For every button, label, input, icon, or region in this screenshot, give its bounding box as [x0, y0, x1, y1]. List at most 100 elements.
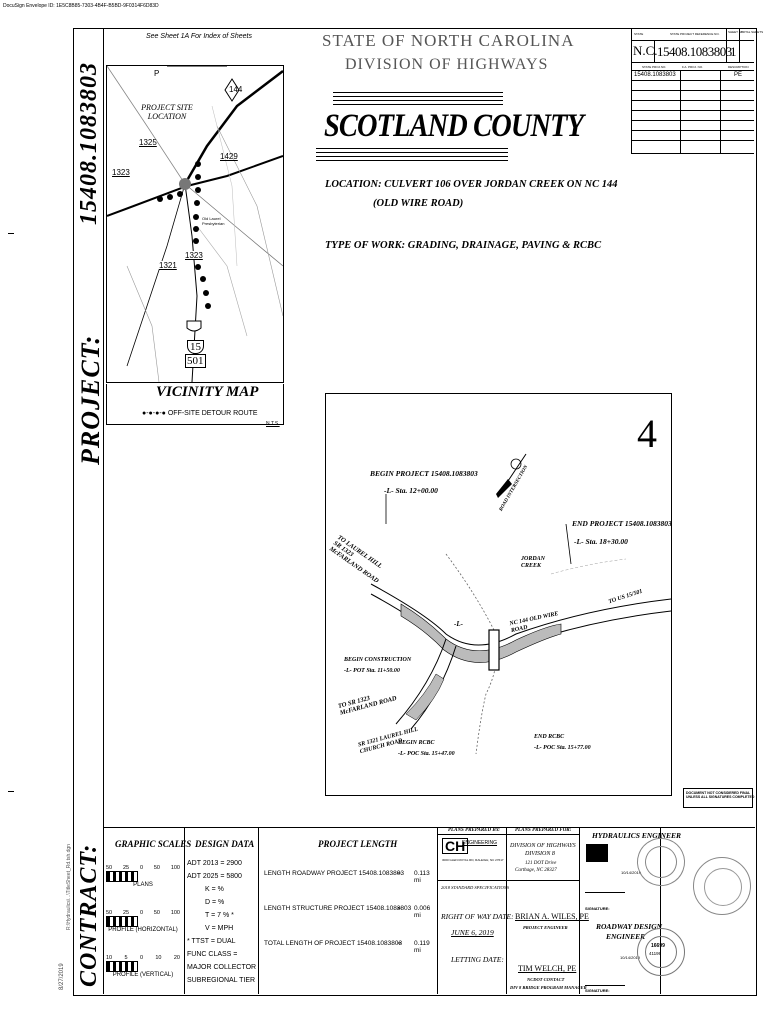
docusign-header: DocuSign Envelope ID: 1E5C8B85-7303-4B4F… — [3, 3, 159, 9]
ncdot-seal — [693, 857, 751, 915]
begin-rcbc-station: -L- POC Sta. 15+47.00 — [398, 751, 455, 757]
program-manager-title: DIV 8 BRIDGE PROGRAM MANAGER — [510, 985, 587, 990]
county-title: SCOTLAND COUNTY — [324, 108, 584, 144]
detour-dot — [200, 276, 206, 282]
division-address: 121 DOT Drive — [525, 861, 557, 866]
final-note: DOCUMENT NOT CONSIDERED FINAL UNLESS ALL… — [683, 788, 754, 808]
location-line2: (OLD WIRE ROAD) — [373, 198, 464, 209]
begin-construction-label: BEGIN CONSTRUCTION — [344, 657, 412, 663]
ref-proj-row: 15408.1083803 — [634, 72, 676, 78]
sr-1325-label: 1325 — [139, 138, 157, 147]
detour-dot — [194, 200, 200, 206]
state-title: STATE OF NORTH CAROLINA — [322, 31, 575, 50]
end-project-label: END PROJECT 15408.1083803 — [572, 519, 672, 528]
detour-dot — [193, 226, 199, 232]
contract-label-vertical: CONTRACT: — [76, 843, 102, 987]
detour-dot — [193, 238, 199, 244]
roadway-signature-label: SIGNATURE: — [585, 988, 610, 993]
vicinity-map-title: VICINITY MAP — [156, 384, 259, 400]
end-project-station: -L- Sta. 18+30.00 — [574, 537, 628, 546]
title-block — [103, 827, 755, 995]
church-label: Old Laurel Presbyterian — [202, 216, 225, 226]
graphic-scales-title: GRAPHIC SCALES — [115, 839, 192, 849]
detour-dot — [195, 161, 201, 167]
program-manager-name: TIM WELCH, PE — [518, 964, 577, 973]
route-144-label: 144 — [229, 85, 243, 94]
detour-dot — [195, 187, 201, 193]
firm-seal-logo — [586, 844, 608, 862]
right-of-way-date: JUNE 6, 2019 — [451, 928, 494, 937]
sr-1429-label: 1429 — [220, 152, 238, 161]
hydraulics-date: 10/14/2019 — [621, 870, 642, 875]
hydraulics-engineer-title: HYDRAULICS ENGINEER — [592, 831, 681, 840]
type-of-work: TYPE OF WORK: GRADING, DRAINAGE, PAVING … — [325, 240, 602, 251]
ref-state: N.C. — [633, 43, 658, 58]
detour-legend-label: OFF-SITE DETOUR ROUTE — [167, 410, 258, 417]
begin-project-label: BEGIN PROJECT 15408.1083803 — [370, 469, 478, 478]
file-path-vertical: R:\Hydraulics\...\TitleSheet_Rd.tsh.dgn — [66, 844, 72, 930]
prepared-by-title: PLANS PREPARED BY: — [448, 828, 500, 833]
title-rules-top — [333, 92, 503, 105]
ncdot-contact-label: NCDOT CONTACT — [527, 977, 565, 982]
roadway-signature-line — [585, 975, 625, 986]
detour-dot — [157, 196, 163, 202]
l-line-label: -L- — [454, 620, 463, 628]
jordan-creek-label: JORDAN CREEK — [521, 556, 546, 569]
detour-dot — [193, 214, 199, 220]
reference-table: STATE STATE PROJECT REFERENCE NO. SHEET … — [631, 29, 763, 154]
project-engineer-title: PROJECT ENGINEER — [523, 925, 568, 930]
plan-sheet-number: 4 — [637, 411, 657, 456]
plan-drawing — [370, 453, 671, 755]
project-site-label: PROJECT SITE LOCATION — [141, 103, 193, 121]
begin-project-station: -L- Sta. 12+00.00 — [384, 486, 438, 495]
vicinity-map: PROJECT SITE LOCATION 144 1325 1323 1429… — [106, 65, 284, 383]
detour-dot — [205, 303, 211, 309]
sr-1323-label: 1323 — [112, 168, 130, 177]
hydraulics-signature-label: SIGNATURE: — [585, 906, 610, 911]
right-of-way-label: RIGHT OF WAY DATE: — [441, 912, 514, 921]
detour-dot — [177, 191, 183, 197]
plan-view: 4 BEGIN PROJECT 15408.1083803 -L- Sta. 1… — [325, 393, 672, 796]
hydraulics-signature-line — [585, 880, 625, 893]
division-name: DIVISION OF HIGHWAYS — [510, 843, 576, 849]
detour-dot — [195, 174, 201, 180]
end-rcbc-label: END RCBC — [534, 734, 565, 740]
roadway-engineer-title: ENGINEER — [606, 932, 646, 941]
ref-header-total: TOTAL SHEETS — [741, 30, 764, 34]
division-title: DIVISION OF HIGHWAYS — [345, 56, 549, 73]
project-length-row: LENGTH ROADWAY PROJECT 15408.1083803=0.1… — [264, 870, 430, 884]
begin-rcbc-label: BEGIN RCBC — [398, 740, 435, 746]
ref-sheet-no: 1 — [730, 44, 737, 59]
margin-tick — [8, 791, 14, 792]
project-length-title: PROJECT LENGTH — [318, 839, 398, 849]
nts-label: N.T.S. — [266, 421, 280, 427]
ref-header-refno: STATE PROJECT REFERENCE NO. — [670, 32, 720, 36]
design-data-title: DESIGN DATA — [195, 839, 255, 849]
project-number-vertical: 15408.1083803 — [76, 62, 102, 225]
seal-number-secondary: 41199 — [649, 951, 662, 956]
ref-number: 15408.1083803 — [657, 44, 732, 59]
see-sheet-note: See Sheet 1A For Index of Sheets — [146, 33, 252, 40]
project-engineer-name: BRIAN A. WILES, PE — [515, 912, 589, 921]
margin-tick — [8, 233, 14, 234]
prepared-for-title: PLANS PREPARED FOR: — [515, 828, 572, 833]
p-label: P — [154, 69, 160, 78]
sr-1323-south-label: 1323 — [185, 251, 203, 260]
sheet-border — [73, 28, 757, 996]
route-501-shield: 501 — [185, 354, 206, 368]
ref-header-sheet: SHEET NO. — [728, 30, 745, 34]
detour-dot — [195, 264, 201, 270]
roadway-design-title: ROADWAY DESIGN — [596, 922, 663, 931]
project-length-row: TOTAL LENGTH OF PROJECT 15408.1083803=0.… — [264, 940, 430, 954]
firm-address: 3000 GLEN ROYAL RD, RALEIGH, NC 27617 — [442, 858, 504, 862]
roadway-seal: 16699 41199 — [637, 928, 685, 976]
detour-legend: ●-●-●-● OFF-SITE DETOUR ROUTE — [142, 410, 258, 417]
file-date-vertical: 8/27/2019 — [59, 963, 65, 990]
detour-dot — [203, 290, 209, 296]
begin-construction-station: -L- POT Sta. 11+50.00 — [344, 668, 400, 674]
route-15-shield: 15 — [187, 340, 204, 354]
